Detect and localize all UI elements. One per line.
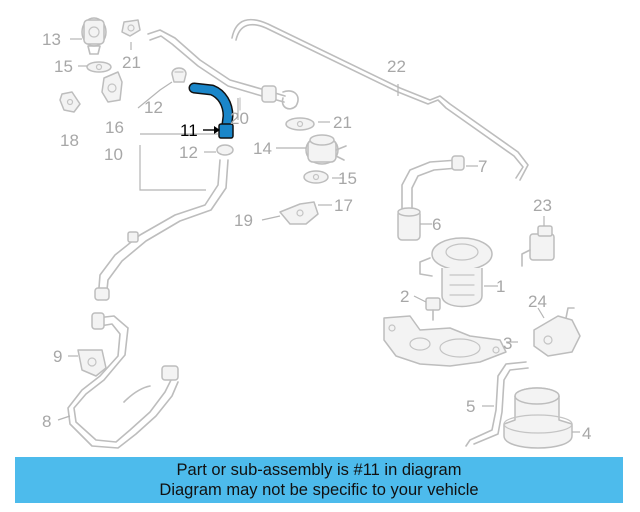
clamp-9 — [77, 349, 107, 377]
valve-13 — [81, 17, 107, 55]
callout-16: 16 — [105, 118, 124, 137]
callout-9: 9 — [53, 347, 62, 366]
callout-21-mid: 21 — [333, 113, 352, 132]
callout-5: 5 — [466, 397, 475, 416]
parts-diagram: 13 15 21 16 18 12 11 10 12 20 14 21 15 1… — [42, 17, 591, 449]
valve-14 — [305, 134, 347, 165]
callout-24: 24 — [528, 292, 547, 311]
callout-15-mid: 15 — [338, 169, 357, 188]
callout-1: 1 — [496, 277, 505, 296]
hose-10 — [94, 159, 229, 301]
clamp-12-lower — [216, 144, 234, 156]
callout-19: 19 — [234, 211, 253, 230]
gasket-15-mid — [303, 170, 329, 184]
callout-4: 4 — [582, 424, 591, 443]
bracket-3 — [383, 315, 507, 367]
callout-15-top: 15 — [54, 57, 73, 76]
callout-10: 10 — [104, 145, 123, 164]
bracket-18 — [59, 91, 81, 113]
hose-upper — [147, 29, 299, 110]
bracket-16 — [101, 71, 123, 103]
clamp-12-upper — [171, 67, 187, 83]
leader-lines — [57, 38, 580, 433]
callout-12-lower: 12 — [179, 143, 198, 162]
callout-8: 8 — [42, 412, 51, 431]
gasket-21-top — [121, 19, 141, 37]
hose-11-highlighted[interactable] — [188, 82, 234, 139]
banner-line-part: Part or sub-assembly is #11 in diagram — [176, 461, 462, 479]
line-5 — [465, 361, 529, 447]
callout-21-top: 21 — [122, 53, 141, 72]
gasket-15-top — [86, 61, 112, 73]
callout-13: 13 — [42, 30, 61, 49]
bracket-17 — [279, 201, 319, 225]
callout-2: 2 — [400, 287, 409, 306]
callout-12-upper: 12 — [144, 98, 163, 117]
callout-22: 22 — [387, 57, 406, 76]
pump-1 — [419, 237, 493, 308]
vacuum-line-22 — [231, 18, 529, 181]
solenoid-23 — [521, 225, 555, 267]
callout-18: 18 — [60, 131, 79, 150]
callout-14: 14 — [253, 139, 272, 158]
callout-17: 17 — [334, 196, 353, 215]
callout-11: 11 — [180, 121, 198, 140]
sensor-2 — [425, 297, 441, 321]
callout-6: 6 — [432, 215, 441, 234]
callout-3: 3 — [503, 334, 512, 353]
clamp-6 — [397, 207, 421, 241]
info-banner: Part or sub-assembly is #11 in diagram D… — [15, 457, 623, 503]
callout-20: 20 — [230, 109, 249, 128]
hose-7 — [401, 155, 465, 209]
bracket-24 — [533, 307, 581, 357]
callout-11-arrow — [203, 126, 220, 134]
hose-8 — [67, 312, 179, 449]
callout-7: 7 — [478, 157, 487, 176]
canister-4 — [503, 387, 573, 449]
banner-line-disclaimer: Diagram may not be specific to your vehi… — [159, 481, 479, 499]
callout-23: 23 — [533, 196, 552, 215]
gasket-21-mid — [285, 117, 315, 131]
callout-labels: 13 15 21 16 18 12 11 10 12 20 14 21 15 1… — [42, 30, 591, 443]
